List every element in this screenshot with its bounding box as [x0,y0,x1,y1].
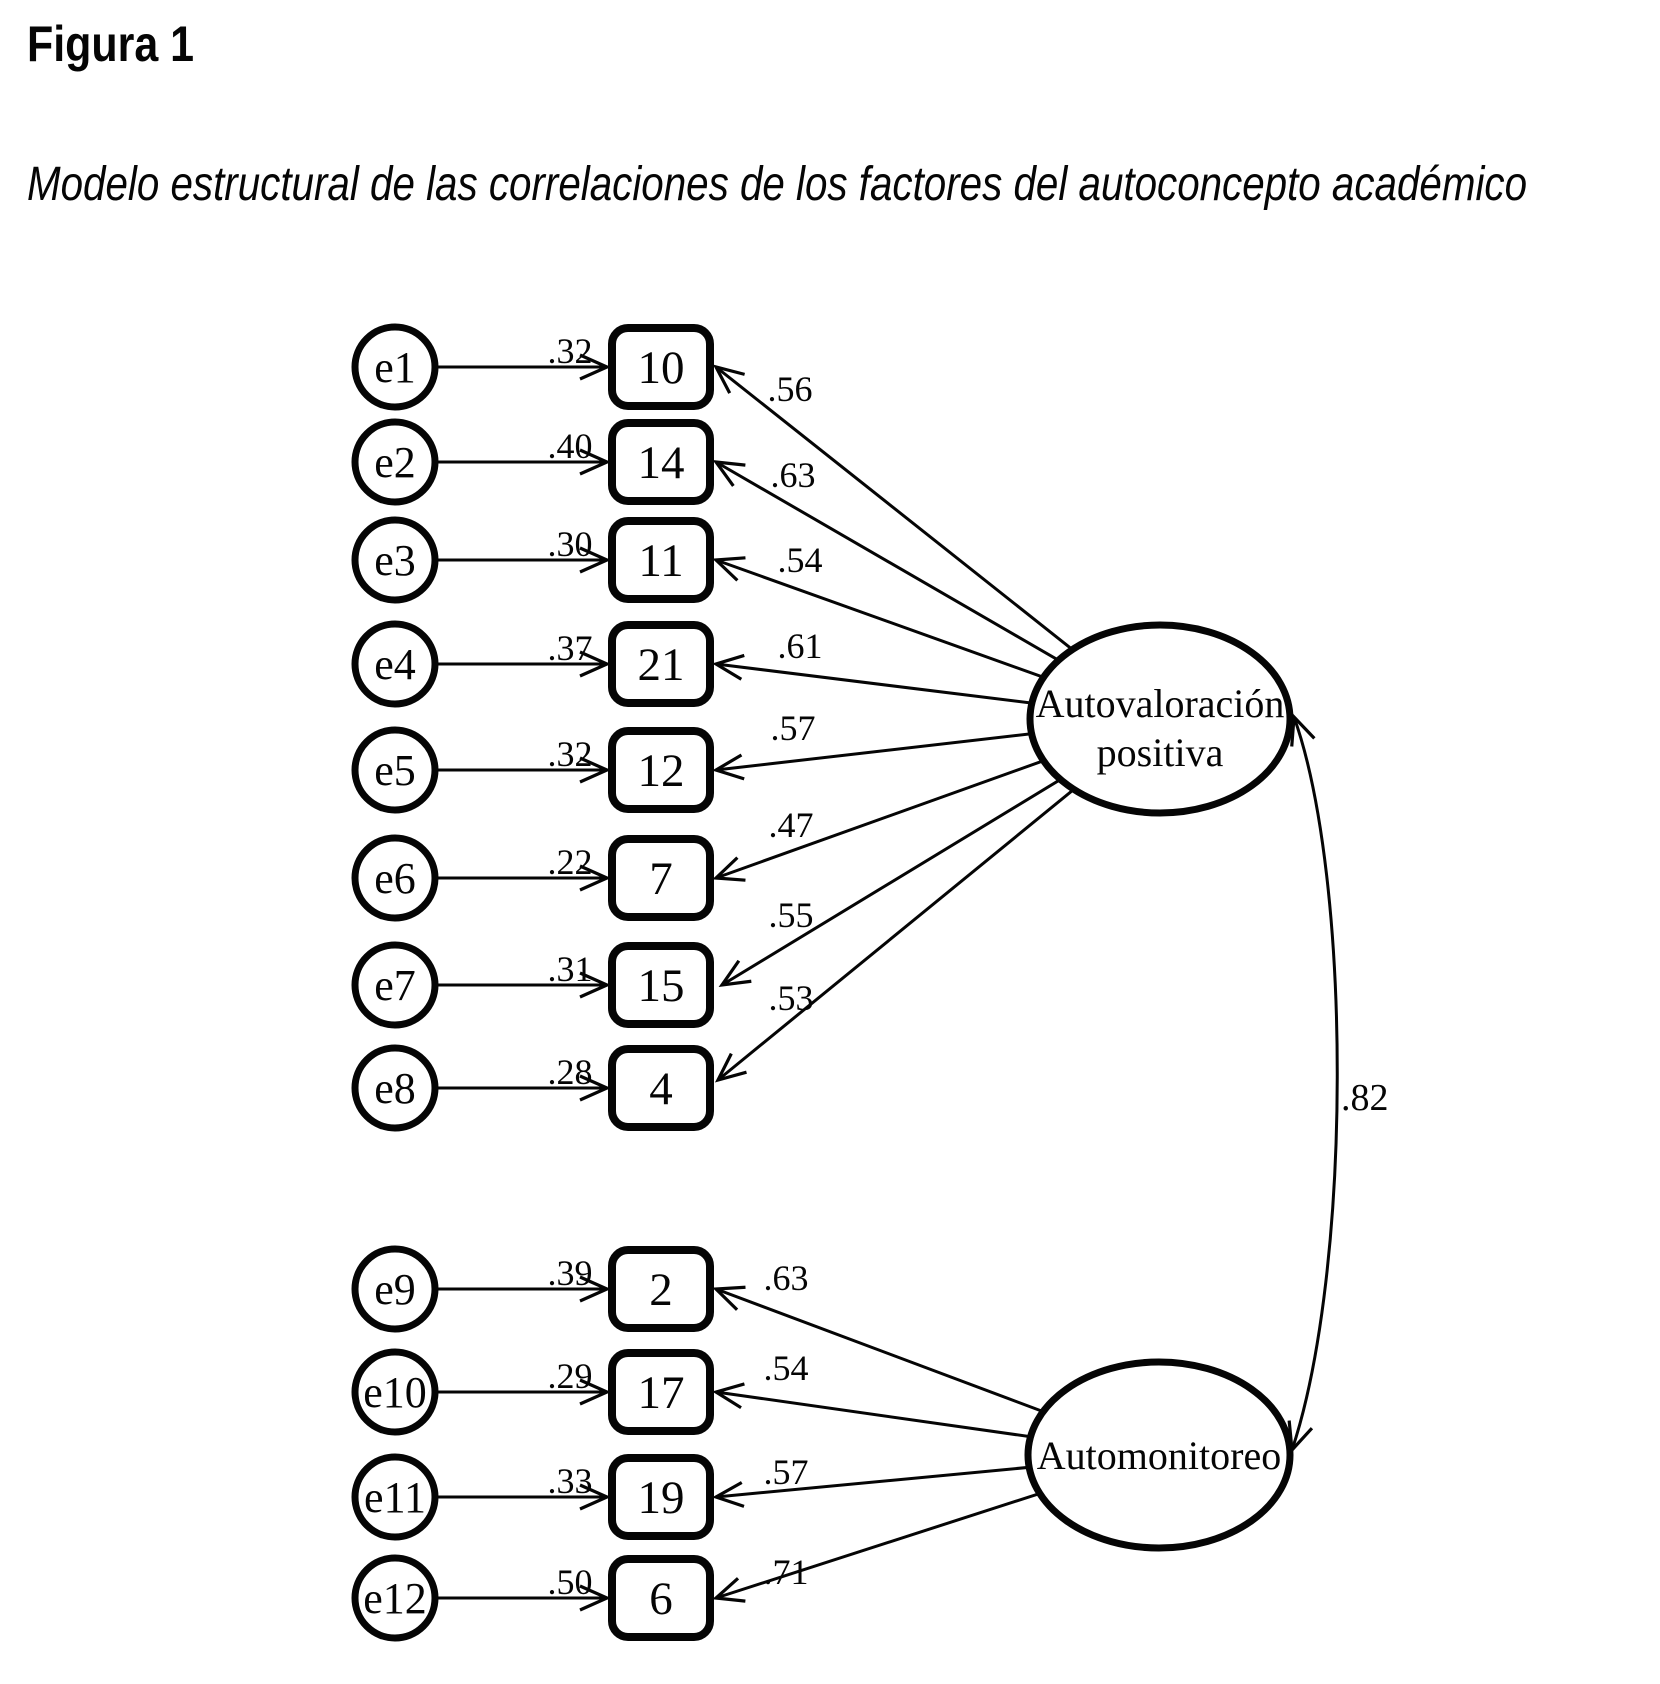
factor-loading-value: .71 [764,1552,809,1592]
latent-factor-label-line2: positiva [1097,730,1224,775]
factor-loading-value: .57 [771,708,816,748]
factor-loading-value: .63 [771,455,816,495]
error-term-circle [351,941,439,1029]
error-term-label: e4 [374,640,416,689]
error-term-label: e3 [374,536,416,585]
item-label: 10 [638,342,685,394]
error-loading-value: .33 [548,1461,593,1501]
factor-loading-value: .57 [764,1452,809,1492]
error-term-label: e6 [374,854,416,903]
item-box [608,1349,714,1435]
latent-factor-ellipse [1024,1358,1294,1552]
indicator-row: e3 11 .30 .54 [351,516,1161,721]
error-term-circle [351,834,439,922]
error-term-label: e5 [374,746,416,795]
item-box [608,517,714,603]
item-label: 17 [638,1367,685,1419]
item-box [608,1555,714,1641]
indicator-row: e9 2 .39 .63 [351,1245,1160,1457]
error-term-circle [351,620,439,708]
error-term-label: e9 [374,1265,416,1314]
indicator-row: e4 21 .37 .61 [351,620,1161,721]
factor-loading-value: .55 [769,895,814,935]
item-label: 12 [638,745,685,797]
item-label: 6 [649,1573,673,1625]
item-box [608,1454,714,1540]
error-loading-value: .28 [548,1052,593,1092]
item-box [608,324,714,410]
error-loading-value: .22 [548,842,593,882]
indicator-row: e6 7 .22 .47 [351,717,1161,922]
latent-factor-label: Automonitoreo [1037,1433,1281,1478]
item-box [608,1246,714,1332]
error-term-label: e11 [364,1473,426,1522]
error-term-circle [351,418,439,506]
indicator-row: e7 15 .31 .55 [351,717,1161,1029]
error-term-circle [351,1453,439,1541]
item-box [608,621,714,707]
latent-factor-automonitoreo: Automonitoreo [1024,1358,1294,1552]
error-term-label: e12 [363,1574,427,1623]
item-label: 4 [649,1063,673,1115]
latent-factor-label-line1: Autovaloración [1036,681,1285,726]
error-loading-value: .31 [548,949,593,989]
item-box [608,727,714,813]
item-label: 14 [638,437,685,489]
error-term-circle [351,1044,439,1132]
figure-label: Figura 1 [27,16,194,72]
error-term-label: e7 [374,961,416,1010]
error-term-label: e10 [363,1368,427,1417]
indicator-row: e12 6 .50 .71 [351,1453,1160,1642]
indicator-row: e8 4 .28 .53 [351,717,1161,1132]
item-label: 19 [638,1472,685,1524]
figure-caption: Modelo estructural de las correlaciones … [27,158,1527,211]
error-term-circle [351,323,439,411]
item-box [608,419,714,505]
error-term-label: e1 [374,343,416,392]
error-loading-value: .37 [548,628,593,668]
factor-loading-value: .61 [778,626,823,666]
error-term-circle [351,1348,439,1436]
factor-loading-value: .56 [768,369,813,409]
indicator-row: e2 14 .40 .63 [351,418,1161,721]
latent-factor-autovaloracion: Autovaloración positiva [1026,621,1294,817]
error-loading-value: .29 [548,1356,593,1396]
factor-loading-value: .47 [769,805,814,845]
item-box [608,942,714,1028]
error-term-circle [351,1554,439,1642]
factor-loading-value: .54 [778,540,823,580]
indicator-row: e11 19 .33 .57 [351,1452,1160,1541]
error-loading-value: .32 [548,734,593,774]
item-label: 2 [649,1264,673,1316]
item-label: 7 [649,853,673,905]
item-box [608,1045,714,1131]
error-term-circle [351,516,439,604]
factor-correlation: .82 [1287,713,1389,1454]
correlation-arrow [1287,713,1339,1454]
error-term-label: e2 [374,438,416,487]
factor-loading-value: .53 [769,978,814,1018]
error-term-label: e8 [374,1064,416,1113]
item-label: 11 [638,535,683,587]
item-box [608,835,714,921]
item-label: 15 [638,960,685,1012]
error-term-circle [351,1245,439,1333]
error-loading-value: .32 [548,331,593,371]
error-loading-value: .50 [548,1562,593,1602]
factor-loading-value: .54 [764,1348,809,1388]
error-loading-value: .40 [548,426,593,466]
factor-loading-value: .63 [764,1258,809,1298]
error-loading-value: .30 [548,524,593,564]
error-term-circle [351,726,439,814]
item-label: 21 [638,639,685,691]
error-loading-value: .39 [548,1253,593,1293]
indicator-row: e1 10 .32 .56 [351,323,1161,721]
correlation-value: .82 [1341,1077,1389,1119]
indicator-row: e5 12 .32 .57 [351,708,1161,814]
